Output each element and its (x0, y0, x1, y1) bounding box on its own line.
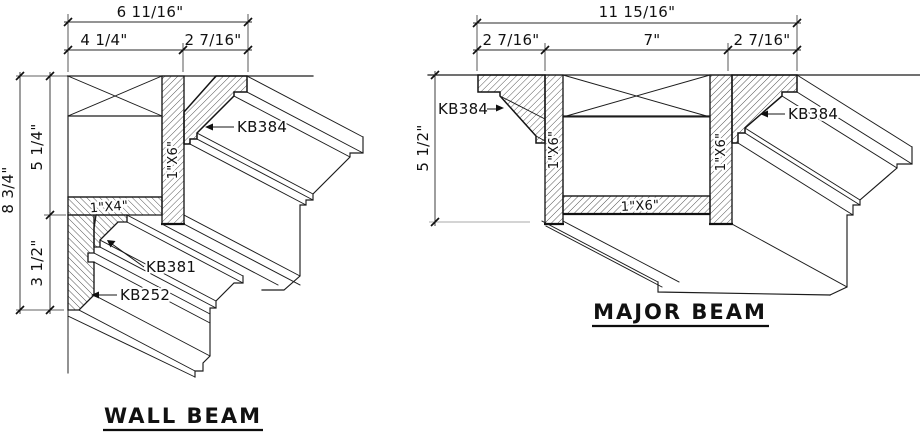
bottom-board-label: 1"X6" (620, 198, 659, 215)
side-board-label: 1"X6" (166, 141, 181, 179)
dimension-lines (19, 21, 252, 314)
wall-beam-leaders: KB384 KB381 KB252 1"X6" 1"X4" (87, 116, 289, 306)
wall-board-section (67, 214, 95, 311)
bed-mould-end-profile (194, 275, 244, 378)
dim-upper-height: 5 1/4" (28, 123, 46, 170)
bottom-board-1x4 (67, 196, 163, 216)
major-beam-section (427, 74, 920, 226)
extension-lines (476, 15, 798, 71)
wall-mould-label: KB252 (120, 286, 170, 304)
wall-beam-title: WALL BEAM (104, 404, 262, 428)
major-beam-title: MAJOR BEAM (593, 300, 767, 324)
dimension-ticks (15, 17, 253, 315)
dim-left-width: 2 7/16" (483, 31, 540, 49)
dimension-lines (434, 22, 801, 226)
crown-run-lines (161, 75, 364, 286)
bottom-board-label: 1"X4" (89, 199, 128, 217)
dim-left-width: 4 1/4" (80, 31, 127, 49)
bed-mould-run-lines (67, 214, 244, 378)
crown-run-lines (731, 74, 913, 288)
dim-overall-width: 11 15/16" (599, 3, 676, 21)
dim-center-width: 7" (643, 31, 660, 49)
dim-right-width: 2 7/16" (734, 31, 791, 49)
crown-left-label: KB384 (438, 100, 488, 118)
extension-lines (16, 14, 249, 311)
wall-mould-leader-arrow (91, 291, 99, 299)
dim-overall-width: 6 11/16" (117, 3, 184, 21)
bed-mould-leader-arrow (107, 240, 116, 248)
crown-mould-section (183, 75, 248, 145)
dimension-ticks (430, 18, 802, 227)
wall-beam-dimensions: 6 11/16" 4 1/4" 2 7/16" 8 3/4" 5 1/4" 3 … (0, 3, 253, 315)
beam-void (562, 115, 711, 197)
crown-run-end-profile (261, 136, 364, 291)
dim-height: 5 1/2" (414, 124, 432, 171)
crown-label: KB384 (237, 118, 287, 136)
major-beam-dimensions: 11 15/16" 2 7/16" 7" 2 7/16" 5 1/2" (414, 3, 802, 227)
crown-right-label: KB384 (788, 105, 838, 123)
crown-left-leader-arrow (496, 104, 504, 112)
left-board-label: 1"X6" (547, 131, 562, 169)
crown-leader-arrow (205, 123, 213, 131)
soffit-end-profile (657, 281, 831, 296)
blocking-box (562, 74, 711, 118)
dim-right-width: 2 7/16" (185, 31, 242, 49)
bed-mould-leader-line (111, 243, 145, 268)
major-beam-drawing: 11 15/16" 2 7/16" 7" 2 7/16" 5 1/2" (414, 3, 920, 328)
bed-mould-label: KB381 (146, 258, 196, 276)
wall-beam-drawing: 6 11/16" 4 1/4" 2 7/16" 8 3/4" 5 1/4" 3 … (0, 3, 364, 432)
blocking-box (67, 75, 163, 117)
crown-run-end-profile (829, 146, 913, 296)
dim-overall-height: 8 3/4" (0, 166, 17, 213)
major-beam-leaders: KB384 KB384 1"X6" 1"X6" 1"X6" (436, 98, 840, 217)
crown-left-clipped-run (499, 95, 546, 142)
crown-right-leader-arrow (760, 110, 768, 118)
right-board-label: 1"X6" (714, 133, 729, 171)
soffit-run-lines (541, 220, 680, 288)
major-beam-moulding-projection (541, 74, 913, 296)
dim-lower-height: 3 1/2" (28, 239, 46, 286)
beam-void (67, 115, 163, 198)
wall-beam-moulding-projection (67, 75, 364, 378)
